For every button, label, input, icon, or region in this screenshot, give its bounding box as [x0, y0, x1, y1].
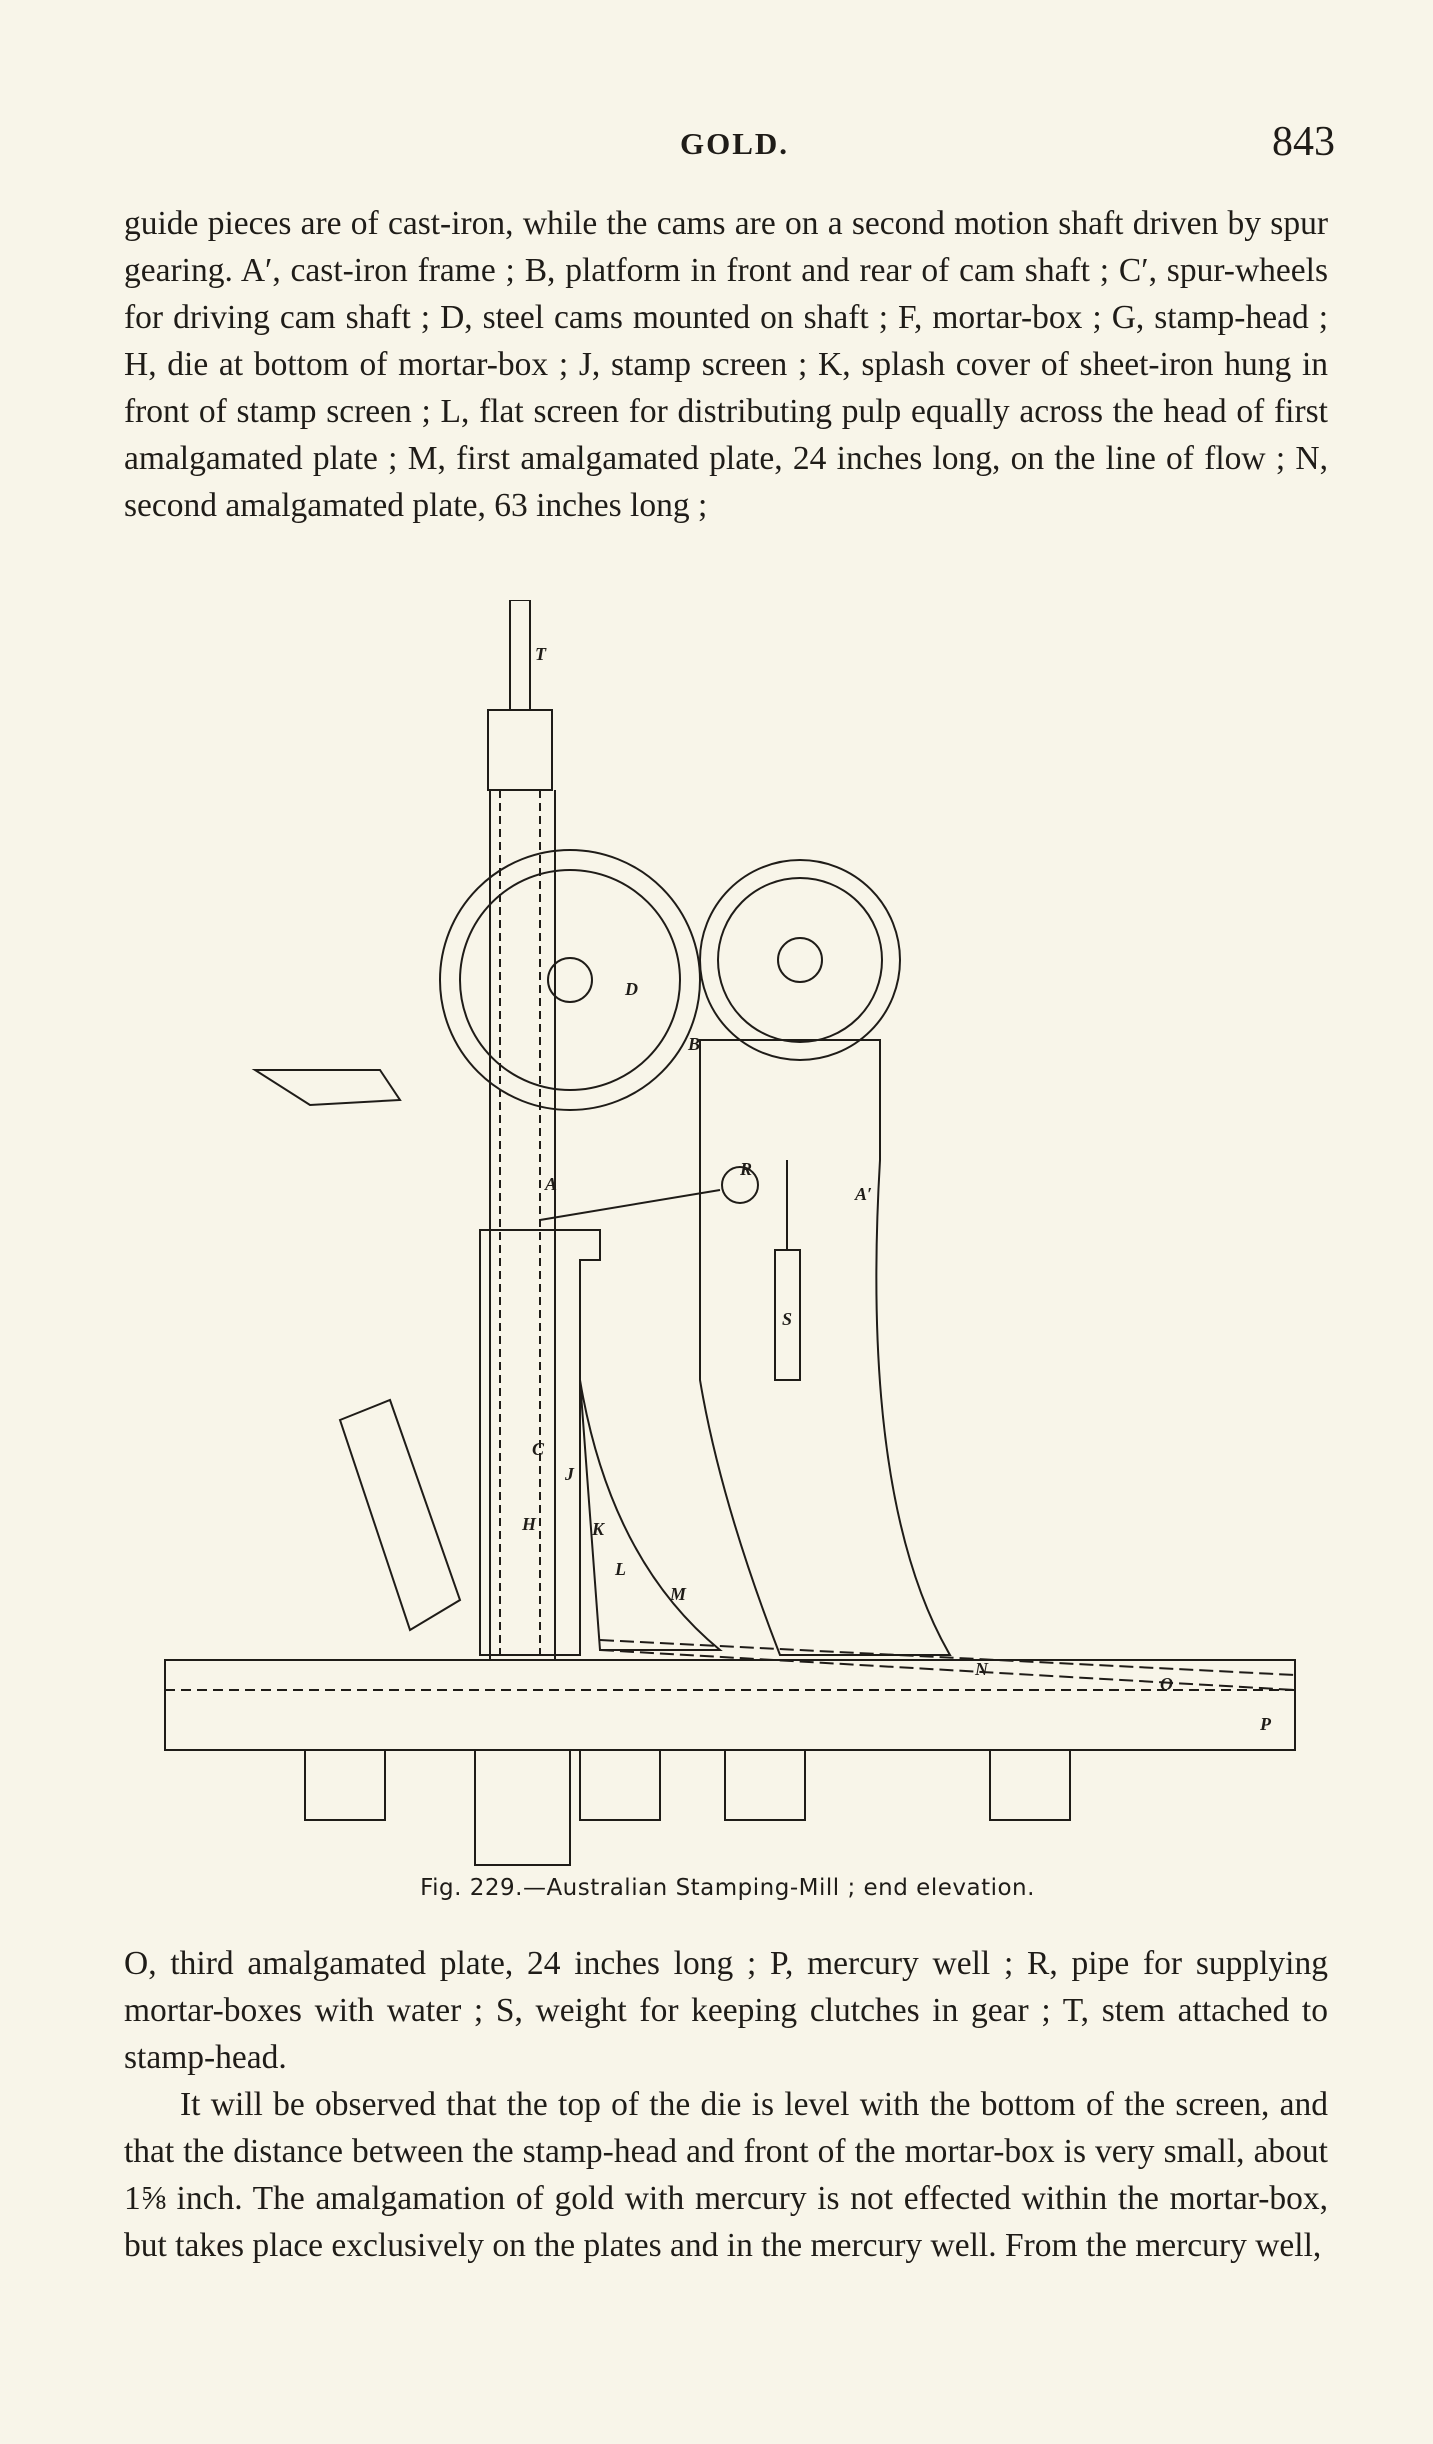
label-T: T	[535, 644, 547, 664]
base-beam	[164, 1659, 1296, 1751]
stem-guide	[487, 709, 553, 791]
label-C: C	[532, 1439, 545, 1459]
base-block	[579, 1749, 661, 1821]
label-M: M	[669, 1584, 687, 1604]
cast-iron-frame	[699, 1039, 952, 1656]
paragraph-2: O, third amalgamated plate, 24 inches lo…	[124, 1945, 1328, 2076]
label-K: K	[591, 1519, 606, 1539]
stamp-stem	[509, 600, 531, 711]
label-P: P	[1259, 1714, 1272, 1734]
body-text-top: guide pieces are of cast-iron, while the…	[124, 200, 1328, 529]
spur-wheel-right	[699, 859, 901, 1061]
spur-wheel-left	[439, 849, 701, 1111]
label-L: L	[614, 1559, 626, 1579]
base-block-center	[474, 1749, 571, 1866]
figure-caption: Fig. 229.—Australian Stamping-Mill ; end…	[420, 1875, 1035, 1901]
label-D: D	[624, 979, 638, 999]
label-N: N	[974, 1659, 989, 1679]
label-S: S	[782, 1309, 792, 1329]
label-O: O	[1160, 1674, 1173, 1694]
page-number: 843	[1272, 119, 1335, 165]
label-R: R	[739, 1159, 752, 1179]
label-B: B	[687, 1034, 700, 1054]
platform	[251, 1069, 402, 1107]
figure-stamping-mill: T D B A A′ R S C J H K L M N O P	[160, 600, 1310, 1880]
pipe-fitting	[721, 1166, 759, 1204]
base-block	[304, 1749, 386, 1821]
base-block	[724, 1749, 806, 1821]
paragraph-1: guide pieces are of cast-iron, while the…	[124, 205, 1328, 524]
label-J: J	[564, 1464, 575, 1484]
running-head: GOLD. 843	[120, 118, 1335, 178]
paragraph-3: It will be observed that the top of the …	[124, 2086, 1328, 2264]
running-title: GOLD.	[680, 126, 790, 161]
label-A: A	[544, 1174, 557, 1194]
base-block	[989, 1749, 1071, 1821]
mortar-box	[479, 1229, 601, 1656]
body-text-bottom: O, third amalgamated plate, 24 inches lo…	[124, 1940, 1328, 2269]
label-A-prime: A′	[854, 1184, 872, 1204]
stamping-mill-drawing: T D B A A′ R S C J H K L M N O P	[164, 600, 1296, 1866]
label-H: H	[521, 1514, 537, 1534]
